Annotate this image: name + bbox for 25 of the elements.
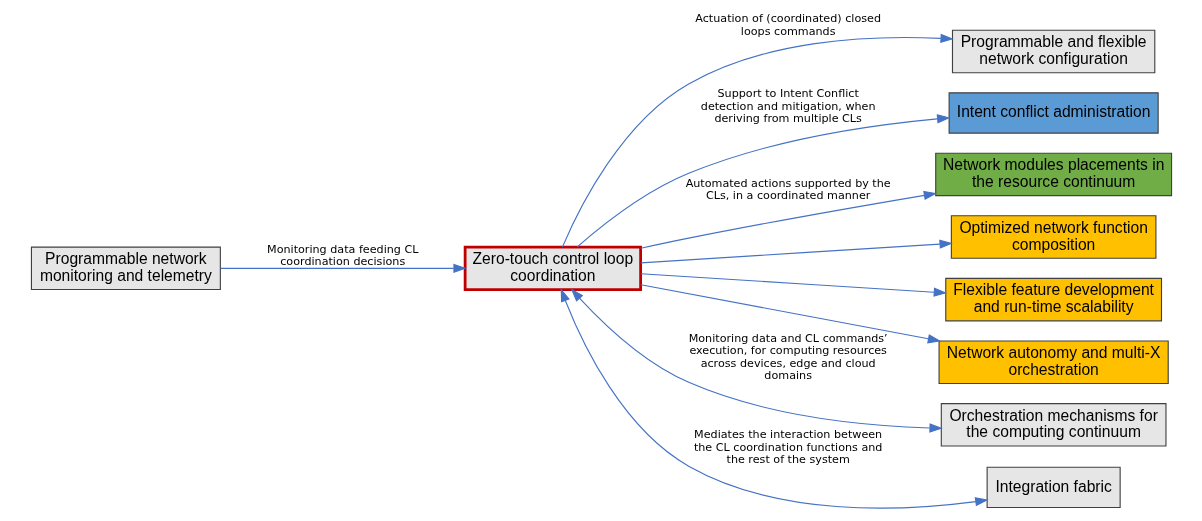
edge-label: Mediates the interaction between the CL coordination functions and the rest of the system [693, 427, 882, 466]
arrow [560, 287, 989, 509]
node-box: Network autonomy and multi-X orchestration [938, 339, 1169, 384]
arrow [219, 263, 467, 273]
node-box: Orchestration mechanisms for the computing continuum [940, 402, 1167, 447]
node-box: Network modules placements in the resource continuum [934, 152, 1172, 196]
node-box: Optimized network function composition [950, 214, 1156, 259]
arrow [639, 283, 941, 343]
edge-label: Monitoring data feeding CL coordination decisions [266, 242, 418, 268]
node-box: Integration fabric [986, 466, 1121, 508]
edge-label: Actuation of (coordinated) closed loops commands [694, 11, 881, 38]
node-box: Zero-touch control loop coordination [463, 245, 642, 291]
node-box: Flexible feature development and run-time scalability [944, 277, 1162, 321]
arrow [576, 113, 950, 247]
edge-label: Automated actions supported by the CLs, in a coordinated manner [685, 176, 891, 202]
node-box: Programmable and flexible network configuration [951, 29, 1155, 73]
node-box: Intent conflict administration [948, 91, 1159, 134]
arrow [561, 33, 954, 247]
edge-label: Monitoring data and CL commands’ execution, for computing resources across devices, edge and cloud domains [688, 331, 888, 382]
arrow [639, 238, 953, 263]
arrow [570, 288, 943, 433]
arrow [639, 272, 947, 297]
edge-label: Support to Intent Conflict detection and mitigation, when deriving from multiple CLs [700, 86, 876, 125]
arrow [639, 190, 937, 249]
node-box: Programmable network monitoring and telemetry [30, 246, 221, 290]
